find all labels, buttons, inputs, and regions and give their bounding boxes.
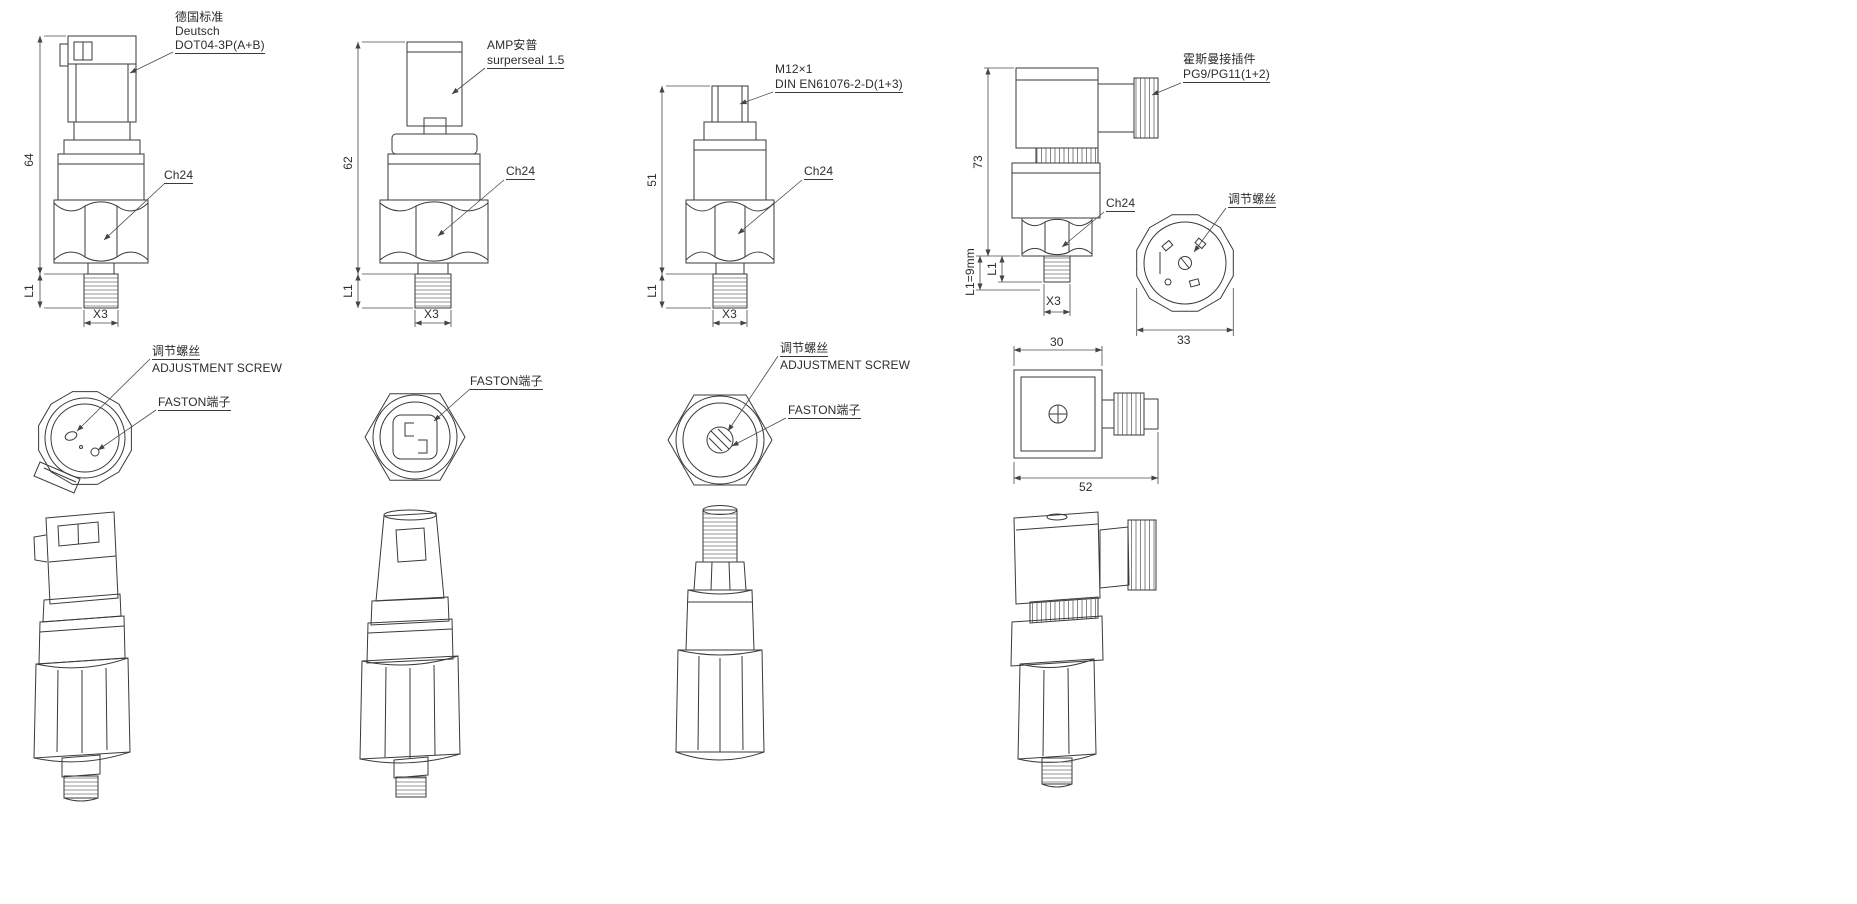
m12-callout-line2: DIN EN61076-2-D(1+3) bbox=[775, 77, 903, 93]
dims-amp-front bbox=[355, 41, 505, 327]
view-front-hirschmann bbox=[1011, 67, 1159, 283]
m12-adjustment-screw-cn: 调节螺丝 bbox=[780, 341, 829, 357]
dims-hirschmann-bottom bbox=[1136, 207, 1234, 336]
hirschmann-callout-line2: PG9/PG11(1+2) bbox=[1183, 67, 1270, 83]
dims-hirschmann-top bbox=[1013, 346, 1159, 484]
amp-dim-hex: Ch24 bbox=[506, 164, 536, 180]
view-iso-amp bbox=[359, 509, 461, 798]
amp-dim-x3: X3 bbox=[424, 307, 439, 321]
m12-dim-hex: Ch24 bbox=[804, 164, 834, 180]
hirschmann-dim-x3: X3 bbox=[1046, 294, 1061, 308]
dims-hirschmann-front bbox=[976, 67, 1182, 316]
deutsch-faston-terminal: FASTON端子 bbox=[158, 395, 231, 411]
hirschmann-dim-total-height: 73 bbox=[970, 155, 985, 169]
amp-faston-terminal: FASTON端子 bbox=[470, 374, 543, 390]
amp-callout-line1: AMP安普 bbox=[487, 38, 538, 52]
m12-dim-l1: L1 bbox=[644, 284, 659, 298]
deutsch-dim-hex: Ch24 bbox=[164, 168, 194, 184]
view-front-m12 bbox=[685, 85, 775, 309]
view-front-deutsch bbox=[53, 35, 149, 309]
deutsch-adjustment-screw-cn: 调节螺丝 bbox=[152, 344, 201, 360]
deutsch-dim-l1: L1 bbox=[21, 284, 36, 298]
deutsch-callout-line3: DOT04-3P(A+B) bbox=[175, 38, 265, 54]
view-bottom-deutsch bbox=[33, 391, 132, 494]
view-bottom-hirschmann bbox=[1136, 214, 1234, 312]
hirschmann-dim-52: 52 bbox=[1079, 480, 1093, 494]
deutsch-callout-line1: 德国标准 bbox=[175, 10, 224, 24]
hirschmann-dim-l1: L1 bbox=[984, 262, 999, 276]
hirschmann-adjustment-screw-cn: 调节螺丝 bbox=[1228, 192, 1277, 208]
hirschmann-dim-hex: Ch24 bbox=[1106, 196, 1136, 212]
amp-callout-line2: surperseal 1.5 bbox=[487, 53, 565, 69]
view-iso-m12 bbox=[675, 505, 765, 761]
view-front-amp bbox=[379, 41, 489, 309]
m12-faston-terminal: FASTON端子 bbox=[788, 403, 861, 419]
leaders-deutsch-bottom bbox=[76, 358, 157, 451]
deutsch-dim-x3: X3 bbox=[93, 307, 108, 321]
dims-deutsch-front bbox=[37, 35, 174, 327]
deutsch-dim-total-height: 64 bbox=[21, 153, 36, 167]
dims-m12-front bbox=[659, 85, 803, 327]
view-iso-deutsch bbox=[33, 511, 131, 802]
hirschmann-dim-l1-9mm: L1=9mm bbox=[962, 248, 977, 296]
m12-callout-line1: M12×1 bbox=[775, 62, 813, 76]
m12-dim-x3: X3 bbox=[722, 307, 737, 321]
leaders-m12-bottom bbox=[727, 355, 787, 447]
view-bottom-m12 bbox=[667, 394, 773, 486]
deutsch-adjustment-screw-en: ADJUSTMENT SCREW bbox=[152, 361, 283, 375]
view-bottom-amp bbox=[364, 393, 466, 481]
hirschmann-dim-30: 30 bbox=[1050, 335, 1064, 349]
hirschmann-callout-line1: 霍斯曼接插件 bbox=[1183, 52, 1256, 66]
amp-dim-l1: L1 bbox=[340, 284, 355, 298]
deutsch-callout-line2: Deutsch bbox=[175, 24, 220, 38]
view-iso-hirschmann bbox=[1010, 511, 1157, 788]
view-top-hirschmann bbox=[1013, 369, 1159, 459]
amp-dim-total-height: 62 bbox=[340, 156, 355, 170]
m12-adjustment-screw-en: ADJUSTMENT SCREW bbox=[780, 358, 911, 372]
m12-dim-total-height: 51 bbox=[644, 173, 659, 187]
hirschmann-dim-33: 33 bbox=[1177, 333, 1191, 347]
leaders-amp-bottom bbox=[433, 388, 471, 422]
